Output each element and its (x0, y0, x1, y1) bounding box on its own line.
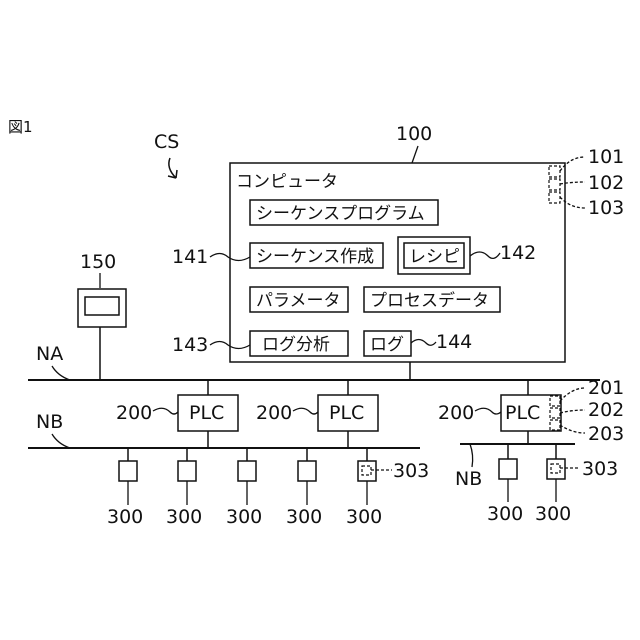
device-5-sub-ref: 303 (393, 460, 429, 482)
plc-port-leader-203 (560, 425, 585, 433)
plc-port-ref-203: 203 (588, 423, 624, 445)
computer-ref-leader (412, 146, 418, 163)
system-arrow (168, 158, 177, 178)
network-nb-right-label: NB (455, 468, 482, 490)
log-label: ログ (370, 335, 404, 355)
plc-1-ref-leader (153, 408, 178, 414)
device-2-ref: 300 (166, 506, 202, 528)
plc-port-203 (550, 420, 560, 430)
plc-1-label: PLC (189, 402, 224, 424)
device-3-box (238, 461, 256, 481)
terminal-ref: 150 (80, 251, 116, 273)
recipe-ref: 142 (500, 242, 536, 264)
plc-3-ref-leader (475, 408, 501, 414)
plc-2-ref-leader (293, 408, 318, 414)
plc-3-label: PLC (505, 402, 540, 424)
plc-port-ref-202: 202 (588, 399, 624, 421)
device-7-ref: 300 (535, 503, 571, 525)
network-na-label: NA (36, 343, 63, 365)
plc-2-ref: 200 (256, 402, 292, 424)
computer-port-ref-103: 103 (588, 197, 624, 219)
sequence-program-label: シーケンスプログラム (256, 204, 425, 224)
computer-port-101 (549, 166, 560, 177)
log-analysis-label: ログ分析 (262, 335, 330, 355)
network-nb-label: NB (36, 411, 63, 433)
device-3-ref: 300 (226, 506, 262, 528)
device-5-sub-unit (362, 466, 371, 475)
device-5-ref: 300 (346, 506, 382, 528)
device-6-box (499, 459, 517, 479)
device-7-sub-ref: 303 (582, 458, 618, 480)
device-1-box (119, 461, 137, 481)
device-2-box (178, 461, 196, 481)
device-4-box (298, 461, 316, 481)
network-nb-leader (52, 434, 70, 448)
sequence-creation-label: シーケンス作成 (256, 247, 374, 267)
log-analysis-ref: 143 (172, 334, 208, 356)
process-data-label: プロセスデータ (370, 290, 489, 311)
device-7-sub-unit (551, 464, 560, 473)
plc-port-ref-201: 201 (588, 377, 624, 399)
network-na-leader (52, 366, 70, 380)
plc-port-leader-201 (560, 388, 585, 401)
computer-port-ref-101: 101 (588, 146, 624, 168)
computer-port-102 (549, 179, 560, 190)
device-1-ref: 300 (107, 506, 143, 528)
network-nb-right-leader (470, 444, 473, 467)
computer-title: コンピュータ (236, 172, 338, 192)
parameter-label: パラメータ (256, 291, 341, 311)
device-6-ref: 300 (487, 503, 523, 525)
log-ref: 144 (436, 331, 472, 353)
system-label: CS (154, 131, 179, 153)
terminal-screen (85, 297, 119, 315)
computer-ref: 100 (396, 123, 432, 145)
plc-2-label: PLC (329, 402, 364, 424)
computer-port-103 (549, 192, 560, 203)
computer-port-ref-102: 102 (588, 172, 624, 194)
plc-port-202 (550, 408, 560, 418)
sequence-creation-ref: 141 (172, 246, 208, 268)
device-4-ref: 300 (286, 506, 322, 528)
plc-port-leader-202 (560, 410, 585, 413)
plc-3-ref: 200 (438, 402, 474, 424)
figure-label: 図1 (8, 118, 33, 136)
plc-port-201 (550, 396, 560, 406)
plc-1-ref: 200 (116, 402, 152, 424)
recipe-label: レシピ (409, 247, 460, 267)
